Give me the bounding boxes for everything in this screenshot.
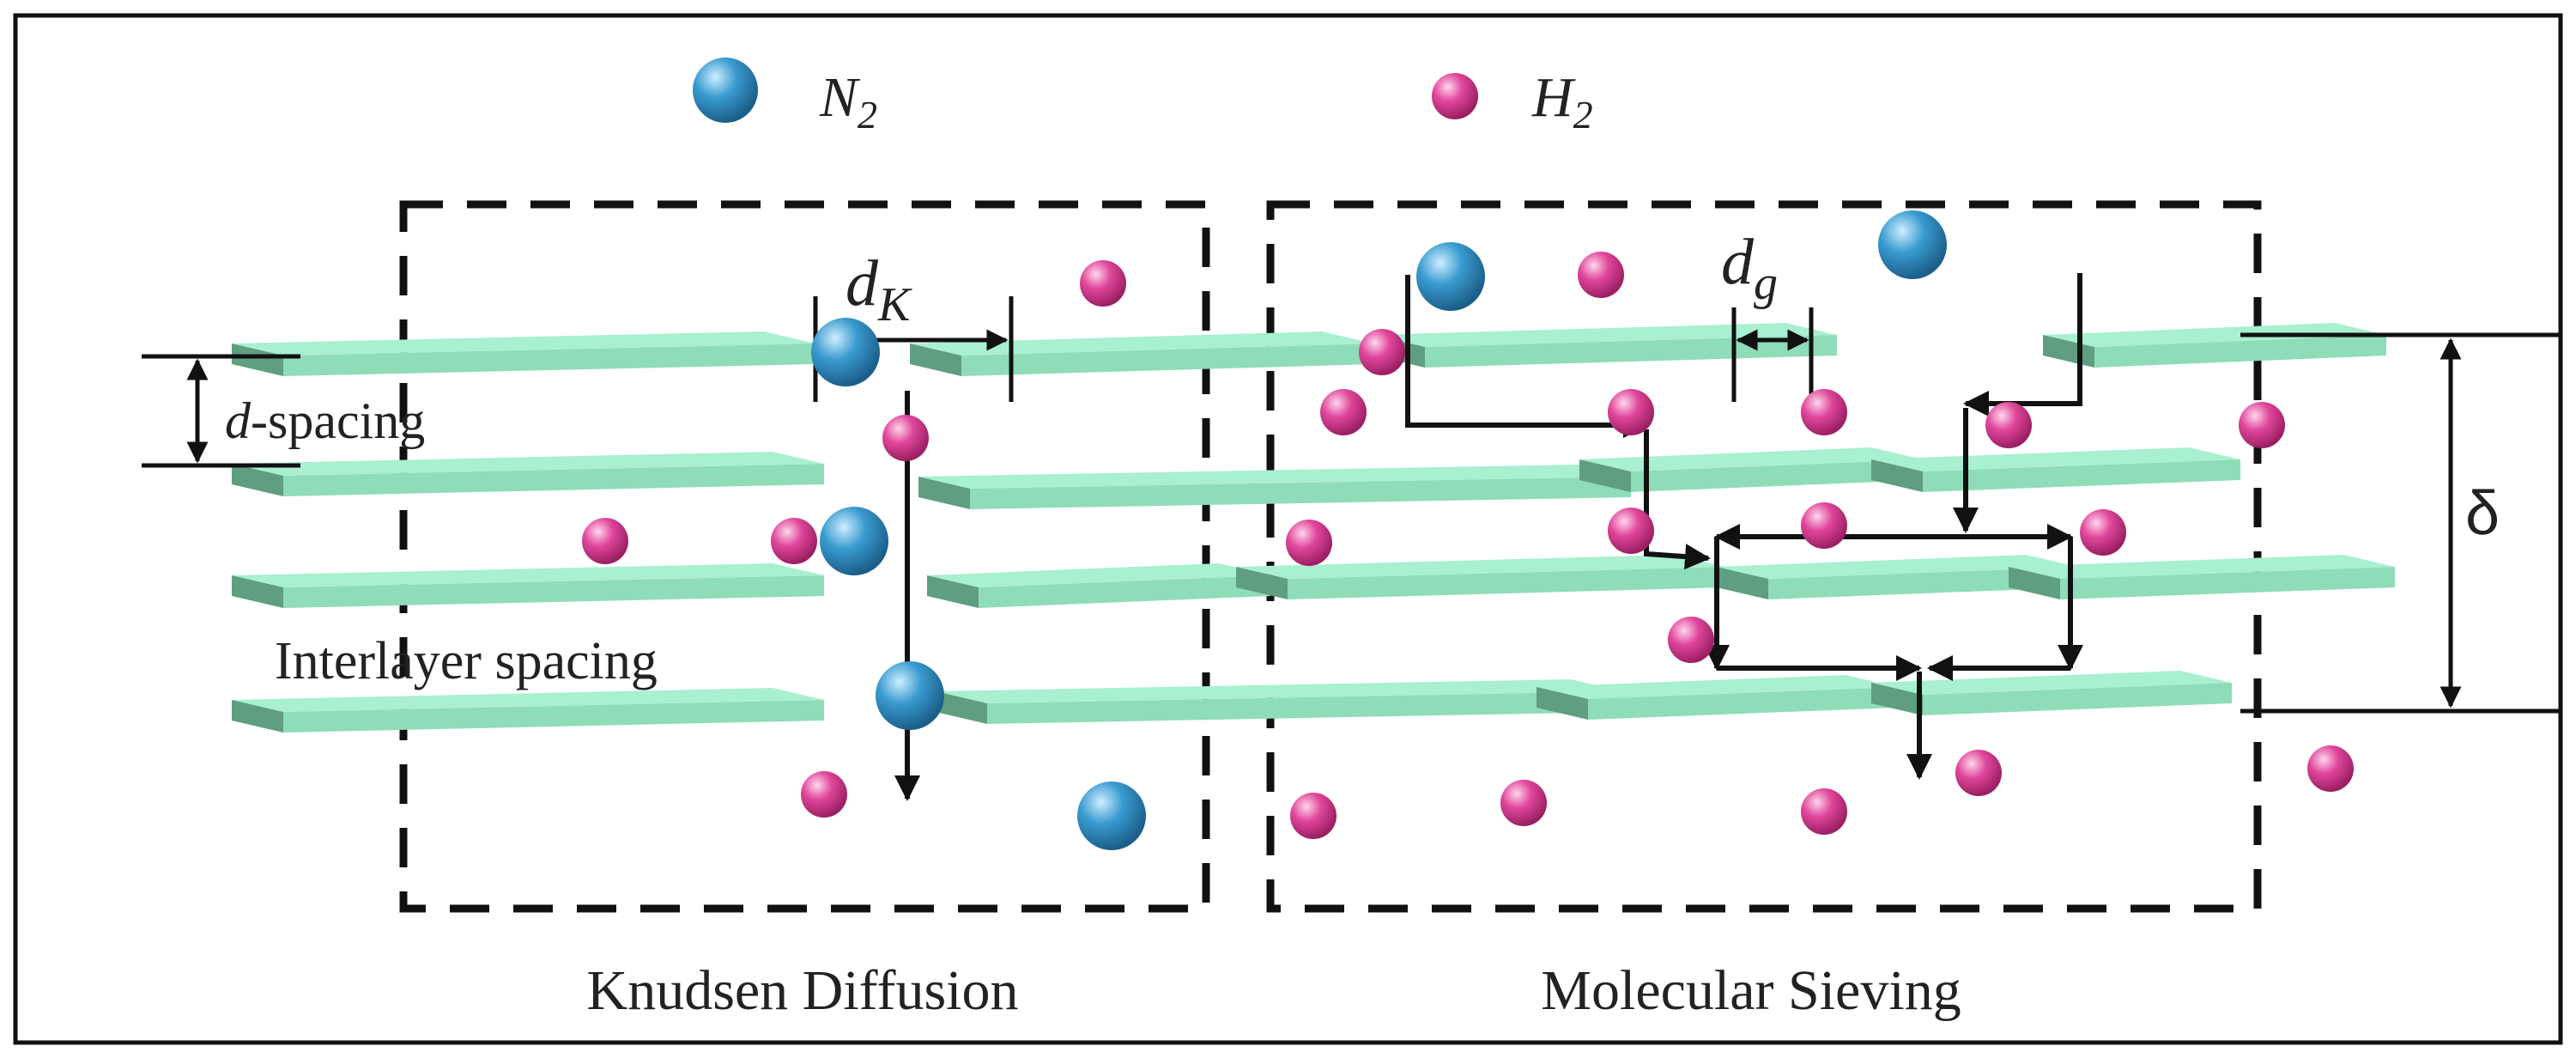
nanosheet <box>1717 555 2077 599</box>
h2-molecule <box>1985 402 2032 448</box>
dg-dimension <box>1731 307 1814 402</box>
legend: N2 H2 <box>693 58 1593 137</box>
h2-molecule <box>1608 389 1654 435</box>
h2-molecule <box>1290 793 1336 839</box>
h2-molecule <box>1608 508 1654 554</box>
n2-molecule <box>1077 781 1146 850</box>
delta-label: δ <box>2465 479 2500 548</box>
h2-molecule <box>1578 252 1624 298</box>
n2-molecule <box>811 318 880 386</box>
nanosheet <box>232 452 824 496</box>
molecular-sieving-path <box>1405 273 2083 780</box>
h2-molecule <box>1955 750 2002 796</box>
h2-molecule <box>1320 389 1367 435</box>
dg-label: dg <box>1721 226 1778 310</box>
molecular-sieving-label: Molecular Sieving <box>1541 959 1961 1022</box>
nanosheet <box>927 563 1270 608</box>
h2-molecule <box>1500 780 1547 826</box>
h2-molecule <box>2239 402 2285 448</box>
legend-h2-label: H2 <box>1531 66 1593 137</box>
nanosheet <box>1871 447 2240 492</box>
h2-molecule <box>1080 260 1126 307</box>
nanosheet <box>936 679 1622 724</box>
h2-molecule <box>1359 329 1405 375</box>
nanosheet <box>2009 555 2395 599</box>
h2-molecule <box>1801 389 1847 435</box>
nanosheet <box>910 331 1373 376</box>
figure-frame <box>13 13 2563 1045</box>
h2-molecule <box>2307 745 2354 792</box>
legend-n2-molecule <box>693 58 758 123</box>
h2-molecule <box>771 518 817 564</box>
molecular-sieving-region-box <box>1266 200 2262 913</box>
h2-molecule <box>882 415 929 461</box>
nanosheet <box>232 563 824 608</box>
nanosheet <box>232 331 815 376</box>
n2-molecule <box>1878 210 1947 279</box>
nanosheet <box>1871 671 2232 715</box>
legend-n2-label: N2 <box>819 66 877 137</box>
n2-molecule <box>820 507 888 575</box>
h2-molecules <box>582 252 2354 839</box>
d-spacing-label: d-spacing <box>225 392 425 449</box>
h2-molecule <box>1668 617 1714 663</box>
nanosheet <box>1579 447 1923 492</box>
nanosheet <box>232 688 824 733</box>
nanosheet-layers <box>232 323 2395 733</box>
knudsen-region-box <box>399 200 1210 913</box>
nanosheet <box>1537 675 1897 720</box>
legend-h2-molecule <box>1432 73 1478 119</box>
delta-dimension <box>2240 332 2562 714</box>
nanosheet <box>918 465 1631 509</box>
d-spacing-dimension <box>142 354 300 468</box>
n2-molecule <box>876 661 944 730</box>
dk-label: dK <box>846 247 912 331</box>
h2-molecule <box>801 771 847 818</box>
h2-molecule <box>1801 502 1847 549</box>
h2-molecule <box>1286 520 1332 566</box>
h2-molecule <box>2080 509 2126 556</box>
nanosheet <box>1236 555 1725 599</box>
knudsen-diffusion-label: Knudsen Diffusion <box>587 959 1019 1022</box>
nanosheet <box>1373 323 1837 368</box>
interlayer-spacing-label: Interlayer spacing <box>275 632 658 690</box>
h2-molecule <box>1801 788 1847 835</box>
n2-molecules <box>811 210 1947 850</box>
n2-molecule <box>1416 242 1485 311</box>
nanosheet <box>2043 323 2386 368</box>
h2-molecule <box>582 518 628 564</box>
